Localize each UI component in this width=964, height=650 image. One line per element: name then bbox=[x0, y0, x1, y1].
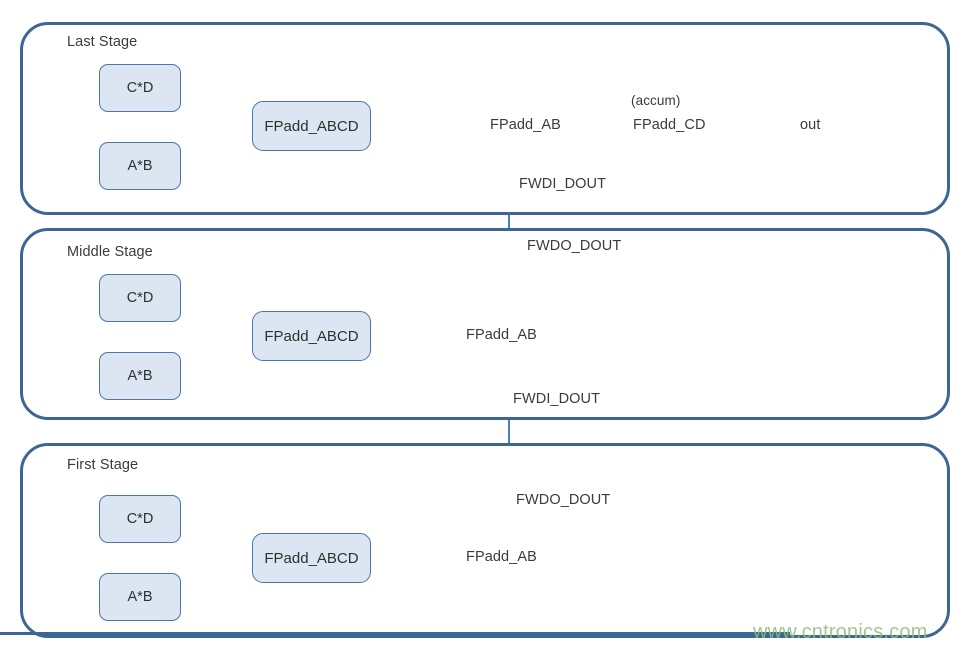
signal-label-fwdo-upper: FWDO_DOUT bbox=[527, 238, 622, 254]
stage-title-last: Last Stage bbox=[67, 34, 138, 50]
stage-title-middle: Middle Stage bbox=[67, 244, 153, 260]
stage-title-first: First Stage bbox=[67, 457, 139, 473]
signal-fpadd-ab-last: FPadd_AB bbox=[490, 117, 561, 133]
signal-label-fwdi-upper: FWDI_DOUT bbox=[519, 176, 607, 192]
signal-fpadd-cd: FPadd_CD bbox=[633, 117, 706, 133]
adder-box-middle[interactable]: FPadd_ABCD bbox=[252, 311, 371, 361]
operand-box-cd-last[interactable]: C*D bbox=[99, 64, 181, 112]
signal-out: out bbox=[800, 117, 821, 133]
adder-box-last[interactable]: FPadd_ABCD bbox=[252, 101, 371, 151]
operand-box-cd-middle[interactable]: C*D bbox=[99, 274, 181, 322]
watermark-text: www.cntronics.com bbox=[753, 621, 928, 643]
adder-box-first[interactable]: FPadd_ABCD bbox=[252, 533, 371, 583]
accum-note-label: (accum) bbox=[631, 93, 681, 108]
operand-box-ab-first[interactable]: A*B bbox=[99, 573, 181, 621]
signal-fpadd-ab-first: FPadd_AB bbox=[466, 549, 537, 565]
watermark-rule bbox=[0, 632, 790, 635]
operand-box-ab-middle[interactable]: A*B bbox=[99, 352, 181, 400]
operand-box-ab-last[interactable]: A*B bbox=[99, 142, 181, 190]
signal-fpadd-ab-middle: FPadd_AB bbox=[466, 327, 537, 343]
operand-box-cd-first[interactable]: C*D bbox=[99, 495, 181, 543]
signal-label-fwdi-lower: FWDI_DOUT bbox=[513, 391, 601, 407]
signal-label-fwdo-lower: FWDO_DOUT bbox=[516, 492, 611, 508]
